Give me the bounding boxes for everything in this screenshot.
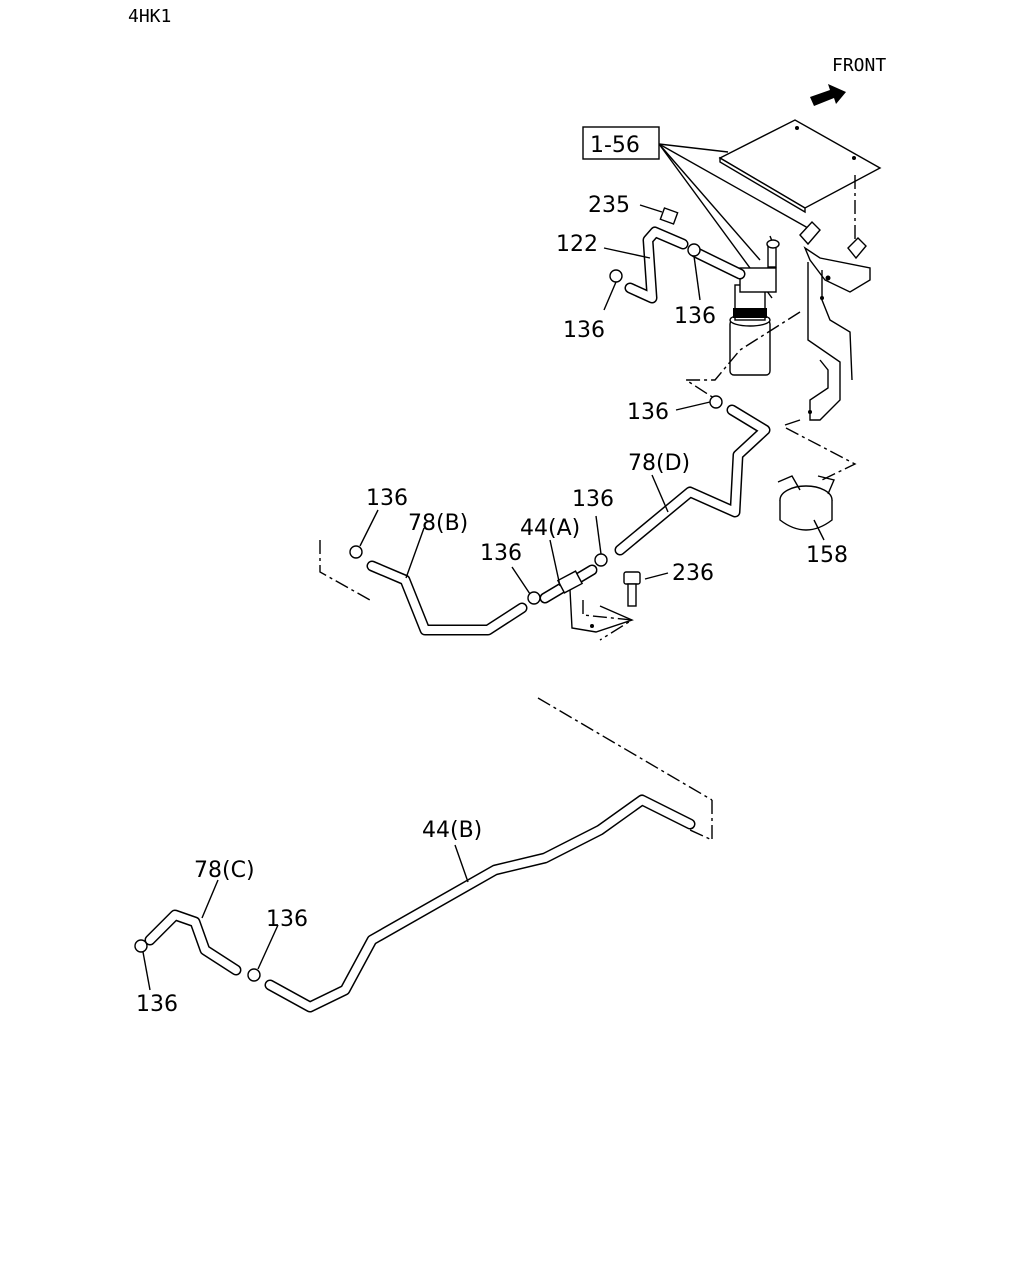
callout-136-d: 136	[572, 487, 614, 512]
part-235-cap: 235	[588, 193, 679, 225]
part-78c-hose: 78(C) 136 136	[134, 858, 308, 1017]
callout-235: 235	[588, 193, 630, 218]
part-78d-hose: 136 78(D)	[614, 395, 771, 556]
mounting-plate	[718, 119, 882, 250]
callout-44a: 44(A)	[520, 516, 580, 541]
part-78b-hose: 136 78(B)	[349, 486, 528, 636]
callout-136-g: 136	[136, 992, 178, 1017]
ref-label-1-56: 1-56	[590, 133, 640, 158]
callout-136-h: 136	[266, 907, 308, 932]
part-158-clamp: 158	[777, 475, 848, 568]
fuel-filter	[715, 235, 780, 376]
part-122-hose: 122	[556, 226, 689, 304]
callout-136-c: 136	[627, 400, 669, 425]
callout-158: 158	[806, 543, 848, 568]
callout-122: 122	[556, 232, 598, 257]
clips-136-upper: 136 136	[563, 243, 716, 343]
callout-236: 236	[672, 561, 714, 586]
callout-44b: 44(B)	[422, 818, 482, 843]
part-44a-connector: 44(A) 136 136	[480, 487, 634, 633]
front-arrow-icon	[810, 84, 846, 106]
part-236-bolt: 236	[623, 561, 714, 607]
callout-136-b: 136	[674, 304, 716, 329]
callout-136-e: 136	[480, 541, 522, 566]
filter-bracket	[784, 220, 871, 426]
filter-inlet-hose	[689, 246, 746, 280]
callout-136-a: 136	[563, 318, 605, 343]
callout-136-f: 136	[366, 486, 408, 511]
callout-78c: 78(C)	[194, 858, 255, 883]
part-44b-pipe: 44(B)	[264, 794, 696, 1013]
assembly-guides	[319, 311, 857, 842]
front-label: FRONT	[832, 55, 886, 76]
callout-78d: 78(D)	[628, 451, 690, 476]
callout-78b: 78(B)	[408, 511, 468, 536]
engine-model-label: 4HK1	[128, 6, 171, 27]
front-indicator: FRONT	[810, 55, 886, 106]
